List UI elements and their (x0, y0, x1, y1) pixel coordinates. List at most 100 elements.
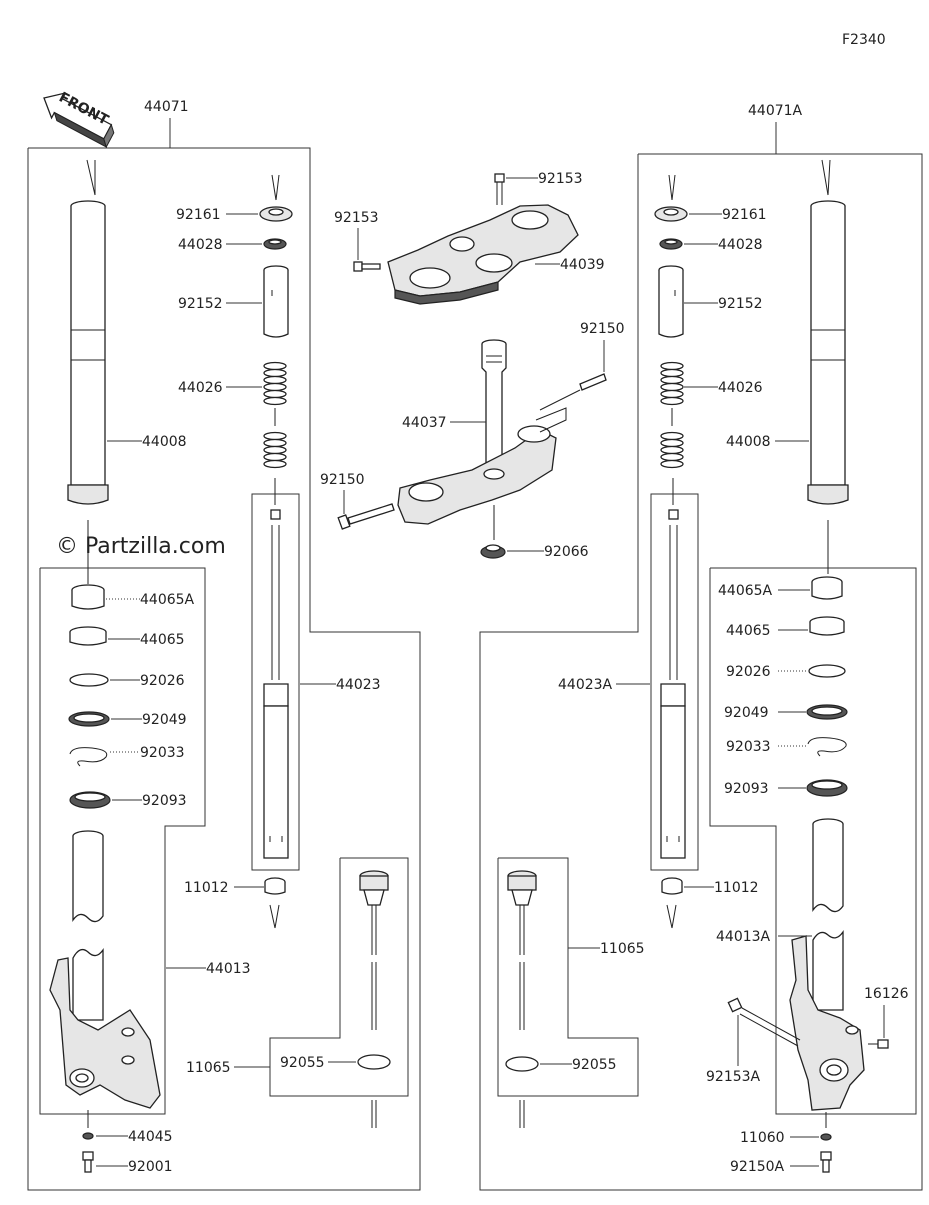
left-bushing-44065 (69, 626, 107, 646)
right-bolt-16126 (868, 1039, 889, 1049)
right-title: 44071A (748, 103, 803, 119)
left-washer-92026 (69, 673, 109, 687)
left-cartridge-frame (269, 857, 409, 1097)
right-label-44013A: 44013A (716, 929, 771, 945)
right-label-44026: 44026 (718, 380, 763, 396)
right-collar-44028 (659, 238, 683, 250)
center-label-92153-left: 92153 (334, 210, 379, 226)
left-label-92026: 92026 (140, 673, 185, 689)
bolt-92153-left (353, 261, 381, 272)
bolt-92150-right (539, 373, 607, 411)
right-dust-seal-92093 (806, 779, 848, 797)
right-outer-frame (479, 153, 923, 1191)
center-label-92153-top: 92153 (538, 171, 583, 187)
right-label-92093: 92093 (724, 781, 769, 797)
right-inner-tube (789, 818, 865, 1111)
right-bushing-44065A (811, 576, 843, 600)
left-label-11012: 11012 (184, 880, 229, 896)
steering-assembly: 44039 92153 92153 44037 (320, 171, 625, 560)
center-label-92150-right: 92150 (580, 321, 625, 337)
left-cap-92161 (259, 206, 293, 222)
left-spring-44026 (263, 361, 287, 469)
right-bushing-44065 (809, 616, 845, 636)
left-label-44008: 44008 (142, 434, 187, 450)
center-label-44039: 44039 (560, 257, 605, 273)
right-gasket-11060 (820, 1133, 832, 1141)
right-label-16126: 16126 (864, 986, 909, 1002)
left-label-44065A: 44065A (140, 592, 195, 608)
left-collar-11012 (264, 877, 286, 895)
right-label-44065A: 44065A (718, 583, 773, 599)
left-label-44045: 44045 (128, 1129, 173, 1145)
right-label-92049: 92049 (724, 705, 769, 721)
right-circlip-92033 (807, 737, 847, 757)
right-label-92152: 92152 (718, 296, 763, 312)
right-cap-92161 (654, 206, 688, 222)
front-arrow-icon (43, 92, 115, 149)
center-label-44037: 44037 (402, 415, 447, 431)
right-label-92033: 92033 (726, 739, 771, 755)
left-outer-tube (67, 159, 109, 505)
left-label-92093: 92093 (142, 793, 187, 809)
left-label-92033: 92033 (140, 745, 185, 761)
left-label-44028: 44028 (178, 237, 223, 253)
bolt-92153-top (494, 173, 505, 205)
right-seal-frame (709, 567, 917, 1115)
seal-92066 (480, 544, 506, 559)
right-label-44065: 44065 (726, 623, 771, 639)
right-label-92161: 92161 (722, 207, 767, 223)
left-bushing-44065A (71, 584, 105, 610)
right-label-92055: 92055 (572, 1057, 617, 1073)
right-label-44028: 44028 (718, 237, 763, 253)
left-spacer-92152 (263, 265, 289, 338)
watermark: © Partzilla.com (56, 534, 226, 559)
left-oil-seal-92049 (68, 711, 110, 727)
left-cartridge-11065 (359, 870, 389, 1030)
right-oring-92055 (505, 1056, 539, 1072)
right-label-92153A: 92153A (706, 1069, 761, 1085)
left-label-92161: 92161 (176, 207, 221, 223)
left-dust-seal-92093 (69, 791, 111, 809)
left-label-92055: 92055 (280, 1055, 325, 1071)
left-collar-44028 (263, 238, 287, 250)
right-bolt-92150A (820, 1151, 832, 1173)
left-bolt-92001 (82, 1151, 94, 1173)
steering-stem-44037 (397, 339, 557, 525)
right-label-44008: 44008 (726, 434, 771, 450)
left-oring-92055 (357, 1054, 391, 1070)
right-fork-assembly: 44071A 92161 44028 92152 44026 (479, 103, 923, 1191)
left-label-44026: 44026 (178, 380, 223, 396)
right-oil-seal-92049 (806, 704, 848, 720)
upper-bracket-44039 (387, 204, 579, 305)
center-label-92066: 92066 (544, 544, 589, 560)
left-label-11065: 11065 (186, 1060, 231, 1076)
left-title: 44071 (144, 99, 189, 115)
left-inner-tube (49, 830, 161, 1109)
right-bolt-92153A (727, 997, 801, 1047)
left-outer-frame (27, 147, 421, 1191)
center-label-92150-left: 92150 (320, 472, 365, 488)
left-fork-assembly: 44071 44008 44065A 44065 (27, 99, 421, 1191)
left-label-92001: 92001 (128, 1159, 173, 1175)
left-gasket-44045 (82, 1132, 94, 1140)
left-label-92049: 92049 (142, 712, 187, 728)
left-circlip-92033 (69, 747, 108, 767)
right-damper-rod-44023A (660, 478, 686, 859)
right-damper-frame (650, 493, 699, 871)
left-label-92152: 92152 (178, 296, 223, 312)
left-seal-frame (39, 567, 206, 1115)
left-label-44023: 44023 (336, 677, 381, 693)
right-cartridge-11065 (507, 870, 537, 1030)
right-spacer-92152 (658, 265, 684, 338)
left-label-44013: 44013 (206, 961, 251, 977)
figure-code: F2340 (842, 32, 886, 48)
right-collar-11012 (661, 877, 683, 895)
right-label-44023A: 44023A (558, 677, 613, 693)
right-cartridge-frame (497, 857, 639, 1097)
right-label-11060: 11060 (740, 1130, 785, 1146)
right-label-92150A: 92150A (730, 1159, 785, 1175)
right-label-92026: 92026 (726, 664, 771, 680)
right-washer-92026 (808, 664, 846, 678)
